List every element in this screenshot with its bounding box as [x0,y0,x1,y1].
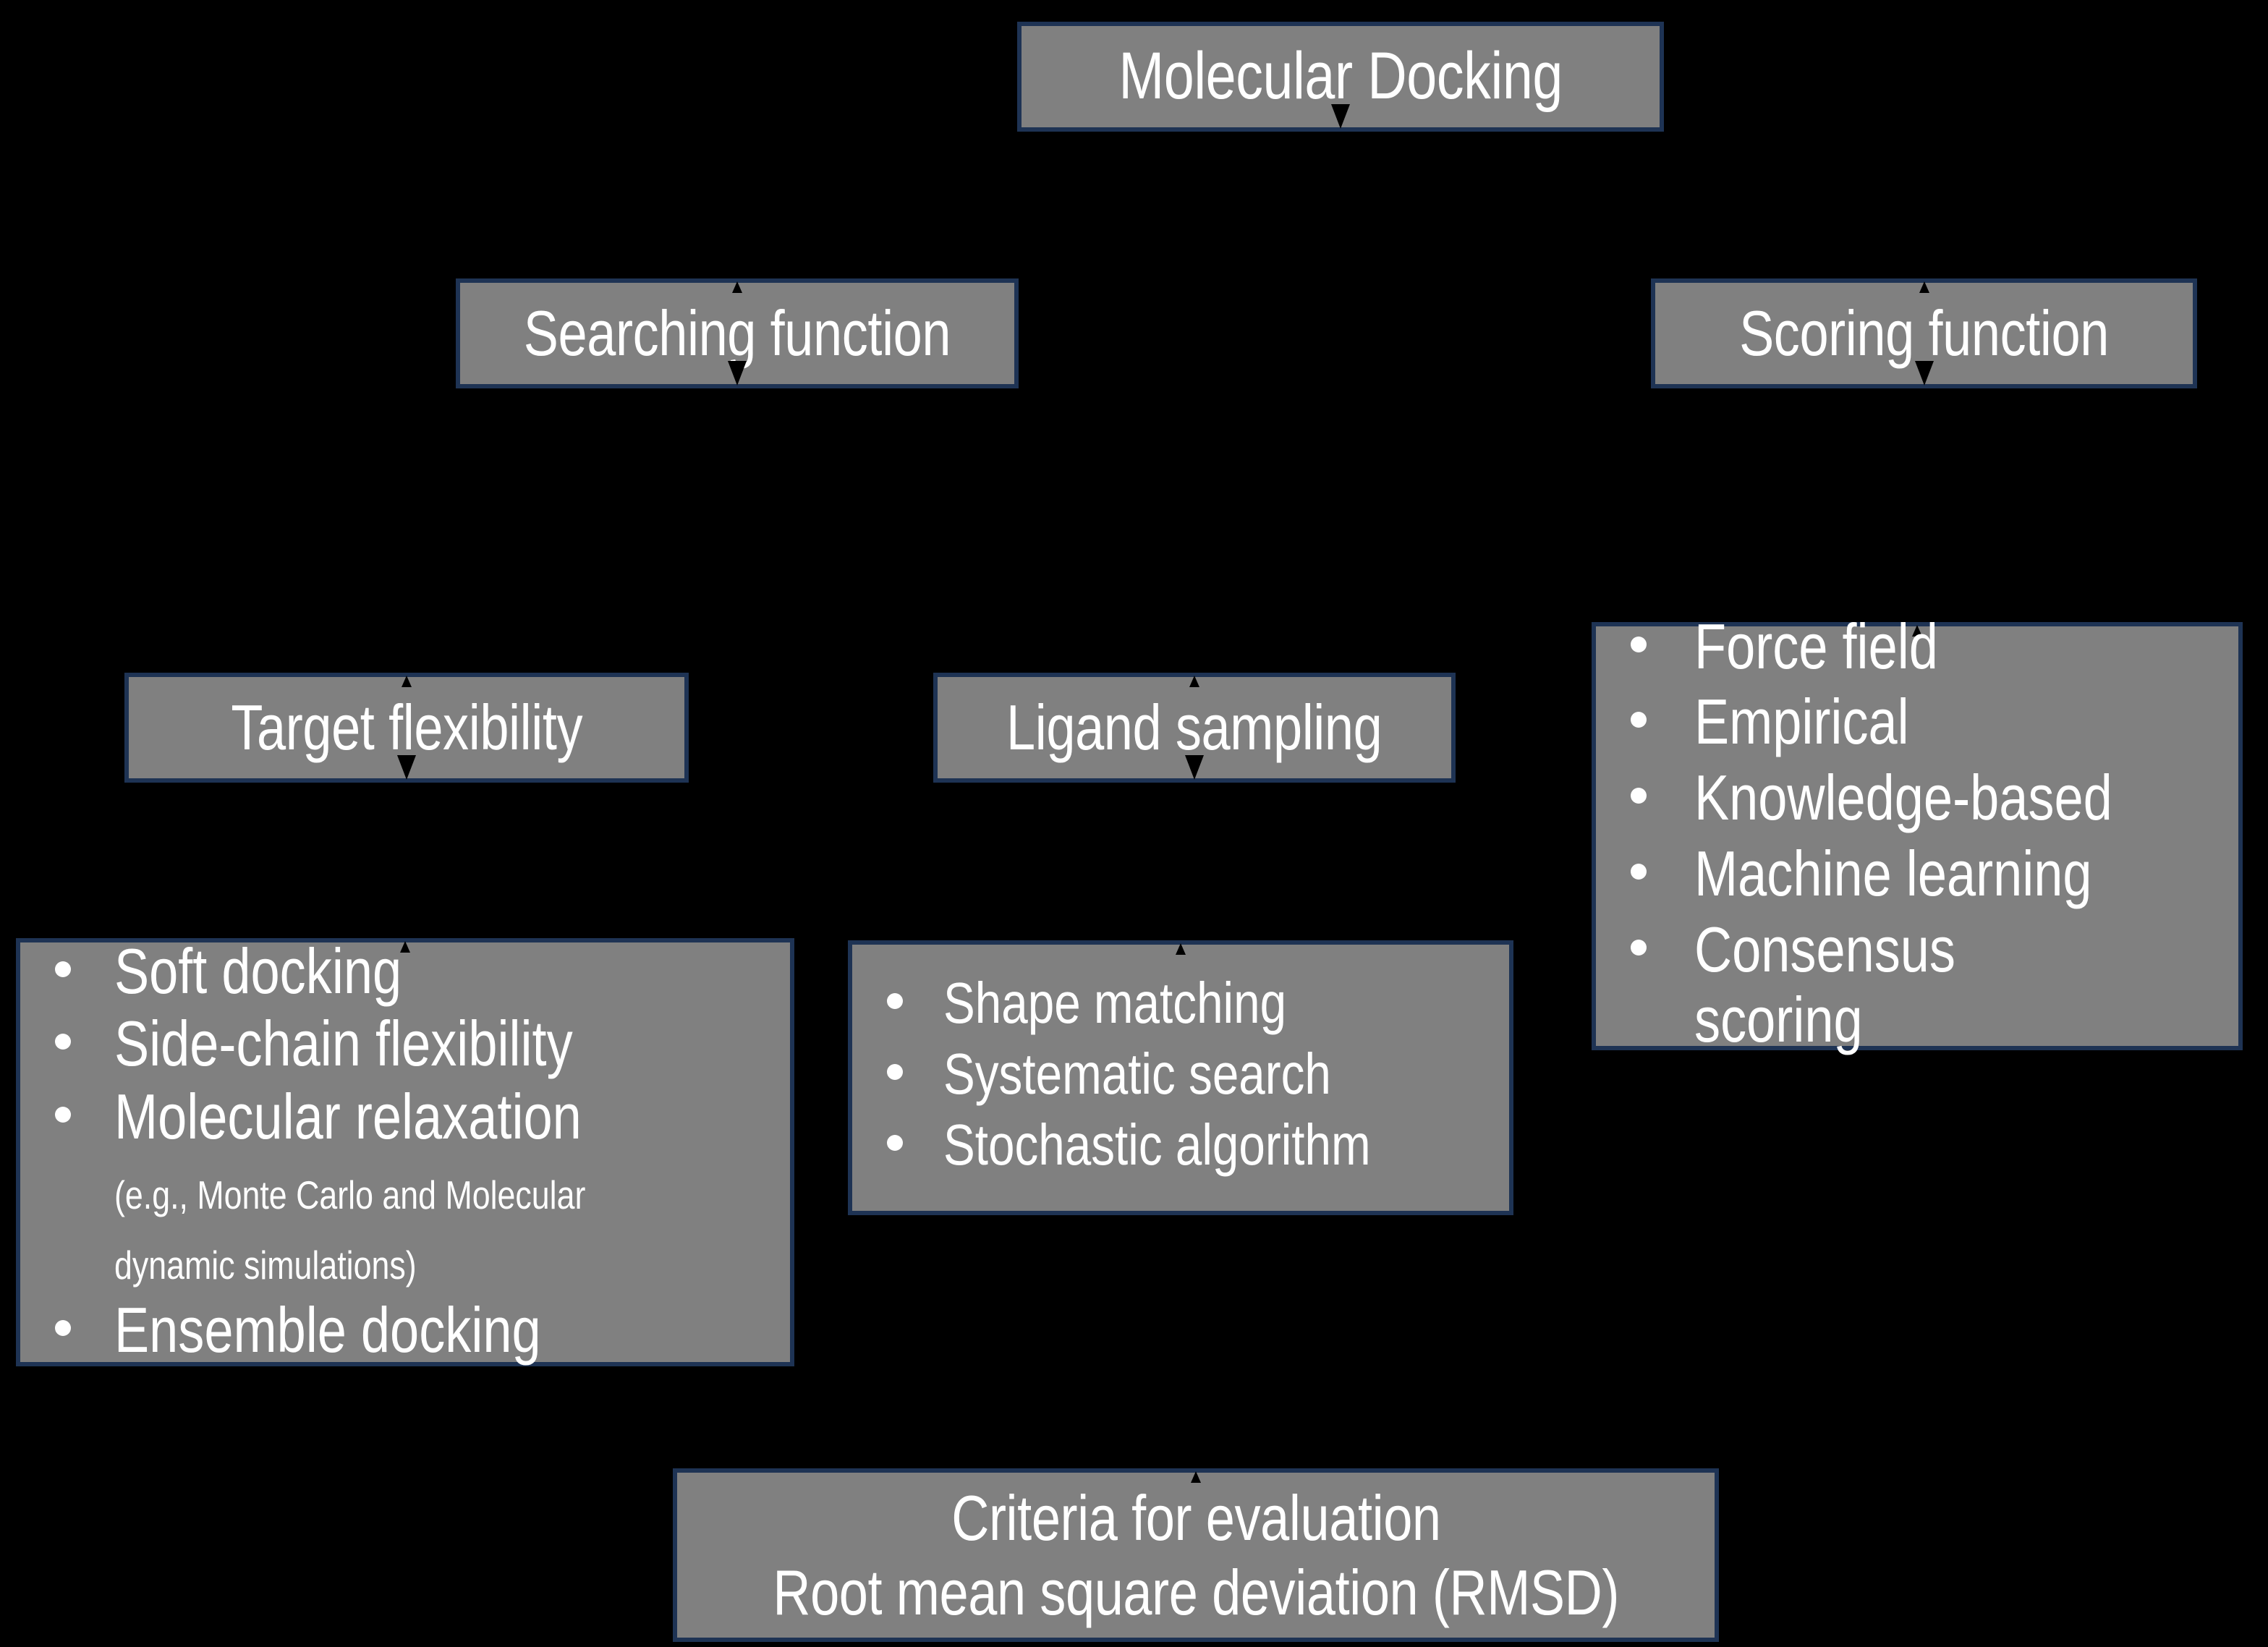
connector-notch-down-icon [1914,361,1934,386]
list-item[interactable]: Knowledge-based [1615,762,2225,834]
connector-notch-down-icon [1185,755,1204,780]
node-scoring-function-label: Scoring function [1739,297,2109,370]
bullet-icon [55,961,71,977]
list-item-label: Shape matching [943,971,1287,1035]
list-item[interactable]: Molecular relaxation (e.g., Monte Carlo … [39,1081,777,1292]
connector-notch-down-icon [397,755,416,780]
target-flexibility-list: Soft docking Side-chain flexibility Mole… [39,935,777,1369]
list-item[interactable]: Shape matching [871,971,1496,1035]
bullet-icon [1631,788,1647,804]
node-target-flexibility[interactable]: Target flexibility [124,673,689,783]
connector-notch-up-icon [1919,281,1929,293]
list-item-label: Force field [1694,610,1938,682]
node-target-flexibility-label: Target flexibility [231,691,582,764]
list-item-label: Knowledge-based [1694,762,2112,834]
node-target-flexibility-items[interactable]: Soft docking Side-chain flexibility Mole… [16,935,794,1369]
connector-notch-down-icon [1331,104,1350,129]
bullet-icon [1631,636,1647,652]
list-item-note: (e.g., Monte Carlo and Molecular dynamic… [114,1173,586,1288]
connector-notch-up-icon [1912,625,1922,637]
list-item-label: Systematic search [943,1042,1331,1106]
connector-notch-up-icon [1191,1471,1201,1483]
node-ligand-sampling-items[interactable]: Shape matching Systematic search Stochas… [848,940,1513,1215]
list-item[interactable]: Machine learning [1615,838,2225,909]
node-scoring-function[interactable]: Scoring function [1651,278,2197,388]
bullet-icon [1631,864,1647,880]
node-molecular-docking-label: Molecular Docking [1118,39,1563,114]
list-item-label: Consensus scoring [1694,913,1956,1055]
bullet-icon [55,1319,71,1336]
node-ligand-sampling[interactable]: Ligand sampling [933,673,1456,783]
node-ligand-sampling-label: Ligand sampling [1006,691,1383,764]
list-item-main-text: Molecular relaxation [114,1081,582,1153]
list-item[interactable]: Systematic search [871,1042,1496,1106]
connector-notch-up-icon [1176,943,1186,955]
list-item-label: Ensemble docking [114,1293,541,1366]
list-item-label: Molecular relaxation (e.g., Monte Carlo … [114,1081,658,1292]
bullet-icon [1631,712,1647,728]
node-scoring-function-items[interactable]: Force field Empirical Knowledge-based Ma… [1592,611,2243,1054]
ligand-sampling-list: Shape matching Systematic search Stochas… [871,971,1496,1184]
connector-notch-up-icon [732,281,742,293]
list-item[interactable]: Side-chain flexibility [39,1009,777,1079]
list-item-label: Soft docking [114,935,402,1007]
list-item-label: Side-chain flexibility [114,1008,573,1080]
list-item[interactable]: Force field [1615,610,2225,682]
list-item-label: Empirical [1694,686,1909,758]
node-searching-function-label: Searching function [523,297,951,370]
list-item-label: Stochastic algorithm [943,1112,1371,1177]
connector-notch-up-icon [400,941,410,953]
connector-notch-down-icon [728,361,747,386]
bullet-icon [55,1034,71,1050]
list-item[interactable]: Stochastic algorithm [871,1113,1496,1177]
criteria-line-1: Criteria for evaluation [951,1481,1441,1554]
list-item[interactable]: Consensus scoring [1615,913,2225,1055]
bullet-icon [55,1107,71,1123]
list-item[interactable]: Soft docking [39,935,777,1007]
criteria-line-2: Root mean square deviation (RMSD) [773,1557,1619,1628]
list-item[interactable]: Ensemble docking [39,1295,777,1366]
list-item[interactable]: Empirical [1615,687,2225,757]
bullet-icon [887,1135,903,1151]
bullet-icon [887,1064,903,1080]
list-item-label: Machine learning [1694,838,2092,909]
connector-notch-up-icon [1189,676,1199,687]
bullet-icon [1631,939,1647,956]
node-criteria-for-evaluation[interactable]: Criteria for evaluation Root mean square… [673,1468,1719,1642]
scoring-function-list: Force field Empirical Knowledge-based Ma… [1615,610,2225,1061]
connector-notch-up-icon [402,676,412,687]
node-molecular-docking[interactable]: Molecular Docking [1017,22,1664,132]
node-searching-function[interactable]: Searching function [456,278,1019,388]
bullet-icon [887,993,903,1009]
